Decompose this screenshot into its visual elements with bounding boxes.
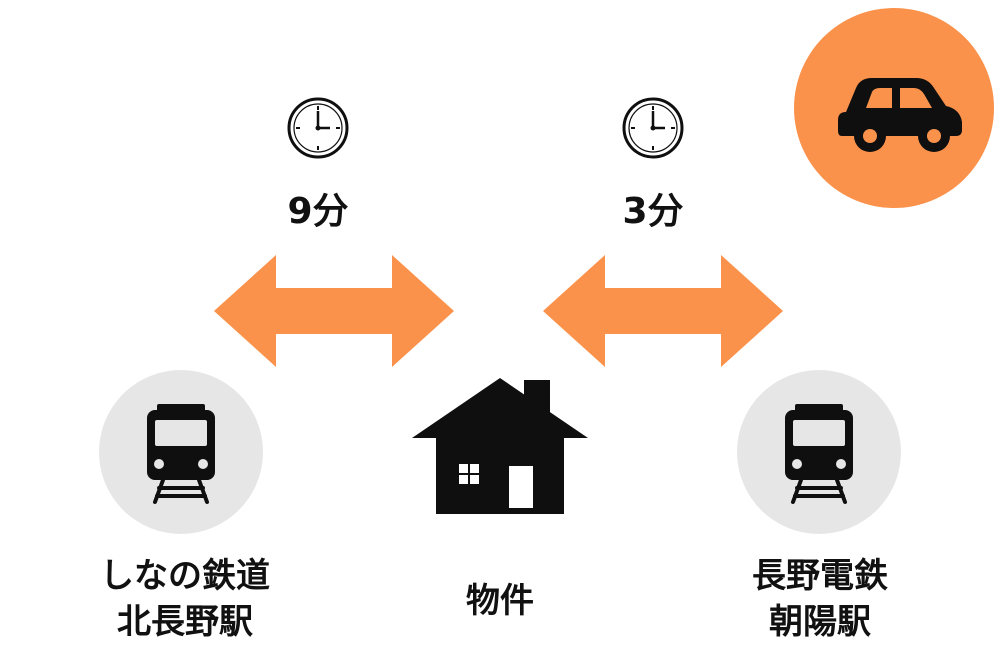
double-arrow-icon — [543, 255, 783, 367]
station-badge — [737, 370, 901, 534]
train-icon — [99, 370, 263, 534]
station-line: 長野電鉄 — [752, 556, 888, 596]
travel-time-label: 9分 — [287, 191, 349, 232]
clock-icon — [286, 96, 350, 160]
house-icon — [412, 376, 588, 516]
clock-icon — [621, 96, 685, 160]
train-icon — [737, 370, 901, 534]
station-stop: 北長野駅 — [117, 602, 253, 642]
station-badge — [99, 370, 263, 534]
station-name: しなの鉄道 北長野駅 — [60, 553, 310, 645]
travel-time-label: 3分 — [622, 191, 684, 232]
car-badge — [794, 8, 994, 208]
double-arrow-icon — [214, 255, 454, 367]
station-stop: 朝陽駅 — [769, 602, 871, 642]
property-label: 物件 — [466, 581, 534, 621]
car-icon — [794, 8, 994, 208]
station-line: しなの鉄道 — [100, 556, 270, 596]
station-name: 長野電鉄 朝陽駅 — [695, 553, 945, 645]
